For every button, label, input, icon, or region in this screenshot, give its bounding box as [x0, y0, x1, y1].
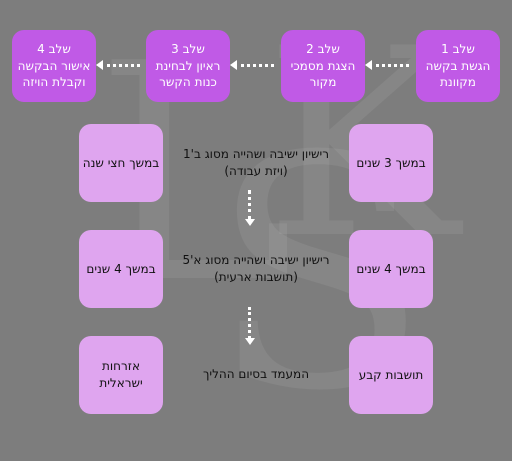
- stage-2-middle: רישיון ישיבה ושהייה מסוג א'5 (תושבות ארע…: [168, 252, 344, 287]
- stage-3-middle: המעמד בסיום ההליך: [168, 366, 344, 383]
- arrow-step2-to-step3: [230, 60, 274, 70]
- stage-2-left-text: במשך 4 שנים: [86, 261, 156, 276]
- step-4-box: שלב 4 אישור הבקשה וקבלת הויזה: [12, 30, 96, 102]
- stage-1-middle: רישיון ישיבה ושהייה מסוג ב'1 (ויזת עבודה…: [168, 146, 344, 181]
- stage-1-middle-line2: (ויזת עבודה): [224, 164, 288, 179]
- arrow-stage2-to-stage3: [245, 307, 255, 345]
- step-1-line1: הגשת בקשה: [425, 58, 491, 73]
- stage-2-right-text: במשך 4 שנים: [356, 261, 426, 276]
- step-3-line2: כנות הקשר: [159, 75, 217, 90]
- step-3-line1: ראיון לבחינת: [155, 58, 221, 73]
- step-2-line2: מקור: [309, 75, 337, 90]
- step-3-box: שלב 3 ראיון לבחינת כנות הקשר: [146, 30, 230, 102]
- step-2-label: שלב 2: [306, 41, 340, 56]
- stage-1-left-box: במשך חצי שנה: [79, 124, 163, 202]
- stage-2-left-box: במשך 4 שנים: [79, 230, 163, 308]
- stage-2-middle-line1: רישיון ישיבה ושהייה מסוג א'5: [182, 253, 330, 267]
- step-1-box: שלב 1 הגשת בקשה מקוונת: [416, 30, 500, 102]
- stage-2-middle-line2: (תושבות ארעית): [214, 270, 298, 285]
- stage-1-left-text: במשך חצי שנה: [82, 155, 160, 170]
- arrow-stage1-to-stage2: [245, 190, 255, 226]
- step-3-label: שלב 3: [171, 41, 205, 56]
- stage-3-middle-line1: המעמד בסיום ההליך: [202, 367, 310, 381]
- stage-2-right-box: במשך 4 שנים: [349, 230, 433, 308]
- step-4-line1: אישור הבקשה: [17, 58, 91, 73]
- step-2-line1: הצגת מסמכי: [290, 58, 356, 73]
- step-4-label: שלב 4: [37, 41, 71, 56]
- stage-3-left-box: אזרחות ישראלית: [79, 336, 163, 414]
- step-2-box: שלב 2 הצגת מסמכי מקור: [281, 30, 365, 102]
- stage-3-left-text: אזרחות ישראלית: [99, 359, 143, 390]
- arrow-step3-to-step4: [96, 60, 140, 70]
- stage-1-middle-line1: רישיון ישיבה ושהייה מסוג ב'1: [183, 147, 329, 161]
- stage-3-right-box: תושבות קבע: [349, 336, 433, 414]
- step-1-label: שלב 1: [441, 41, 475, 56]
- step-4-line2: וקבלת הויזה: [22, 75, 86, 90]
- arrow-step1-to-step2: [365, 60, 409, 70]
- step-1-line2: מקוונת: [440, 75, 476, 90]
- stage-1-right-text: במשך 3 שנים: [356, 155, 426, 170]
- stage-3-right-text: תושבות קבע: [358, 367, 424, 382]
- stage-1-right-box: במשך 3 שנים: [349, 124, 433, 202]
